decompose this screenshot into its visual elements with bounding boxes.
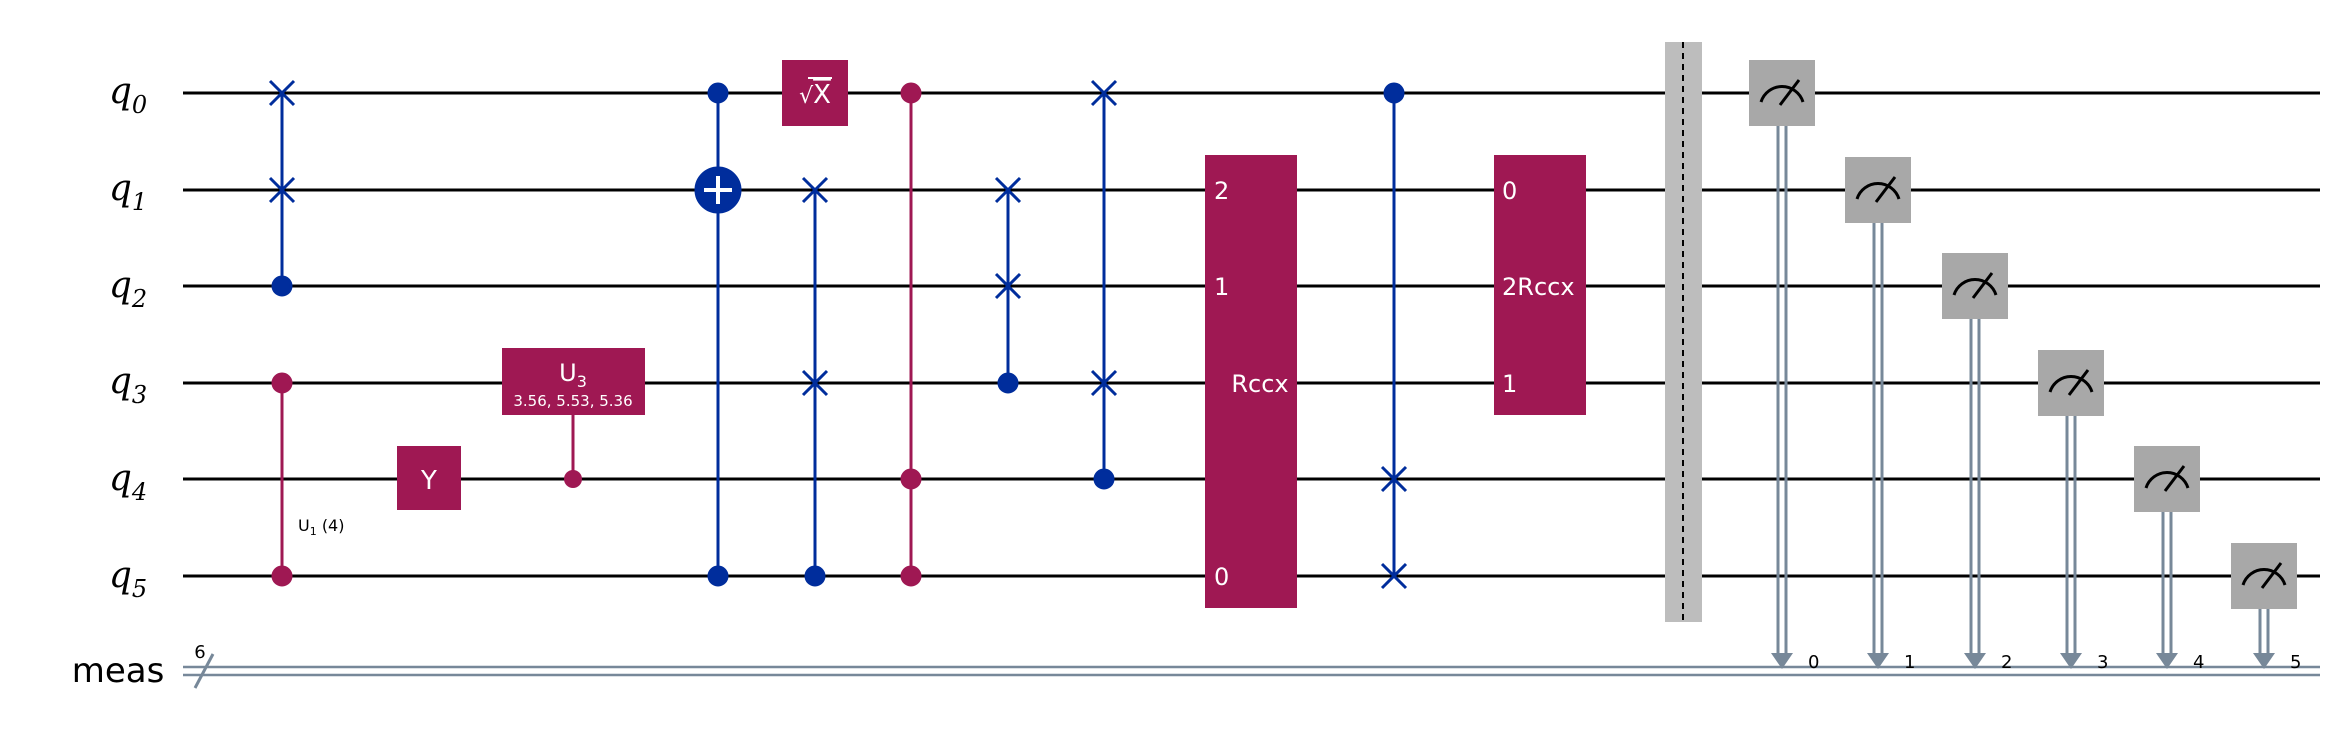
measure-gate-q0: 0 xyxy=(1749,60,1819,673)
measurement-gates: 0 1 2 3 4 5 xyxy=(1749,60,2301,673)
rccx-a-port-q5: 0 xyxy=(1214,563,1229,591)
qubit-label-q1: q1 xyxy=(109,168,147,216)
rccx-b-port-q2-label: 2Rccx xyxy=(1502,273,1575,301)
qubit-label-q0: q0 xyxy=(109,71,147,119)
swap-cross-q5 xyxy=(1380,562,1408,590)
meter-icon xyxy=(1759,79,1805,106)
cswap-gate-4 xyxy=(1090,79,1118,490)
measure-bit-label: 2 xyxy=(2001,652,2012,673)
barrier xyxy=(1665,42,1702,622)
swap-cross-q0 xyxy=(268,79,296,107)
qubit-label-q4: q4 xyxy=(109,458,147,506)
control-dot-q5 xyxy=(707,565,729,587)
measure-arrow xyxy=(1771,653,1793,669)
qubit-label-q2: q2 xyxy=(109,265,147,313)
measure-bit-label: 0 xyxy=(1808,652,1819,673)
measure-arrow xyxy=(2060,653,2082,669)
control-dot-q0 xyxy=(1383,82,1405,104)
measure-box xyxy=(1845,157,1911,223)
control-dot-q3 xyxy=(271,372,293,394)
meter-icon xyxy=(1855,176,1901,203)
bus-slash xyxy=(193,653,215,689)
measure-box xyxy=(2038,350,2104,416)
cu1-gate-label: U1 (4) xyxy=(298,516,344,538)
sx-gate-label: √X xyxy=(799,80,831,110)
meter-icon xyxy=(2048,369,2094,396)
swap-cross-q3 xyxy=(1090,369,1118,397)
control-dot-q4 xyxy=(564,470,582,488)
measure-arrow xyxy=(1867,653,1889,669)
control-dot-q2 xyxy=(271,275,293,297)
rccx-a-port-q2: 1 xyxy=(1214,273,1229,301)
measure-arrow xyxy=(1964,653,1986,669)
measure-gate-q4: 4 xyxy=(2134,446,2204,673)
control-dot-q0 xyxy=(900,82,922,104)
register-labels: q0 q1 q2 q3 q4 q5 meas xyxy=(72,71,165,691)
meter-icon xyxy=(1952,272,1998,299)
measure-bit-label: 1 xyxy=(1904,652,1915,673)
measure-box xyxy=(1749,60,1815,126)
cswap-gate-1 xyxy=(268,79,296,297)
meter-icon xyxy=(2144,465,2190,492)
u3-gate-params: 3.56, 5.53, 5.36 xyxy=(513,392,632,410)
cu3-gate: U3 3.56, 5.53, 5.36 xyxy=(502,348,645,488)
measure-gate-q1: 1 xyxy=(1845,157,1915,673)
measure-bit-label: 4 xyxy=(2193,652,2204,673)
rccx-a-port-q1: 2 xyxy=(1214,177,1229,205)
swap-cross-q3 xyxy=(801,369,829,397)
cswap-gate-5 xyxy=(1380,82,1408,590)
u3-gate-label: U3 xyxy=(559,359,587,391)
measure-arrow xyxy=(2253,653,2275,669)
control-dot-q5 xyxy=(900,565,922,587)
swap-cross-q1 xyxy=(268,176,296,204)
cswap-gate-2 xyxy=(801,176,829,587)
cswap-gate-3 xyxy=(994,176,1022,394)
rccx-a-label: Rccx xyxy=(1231,370,1288,398)
control-dot-q4 xyxy=(900,468,922,490)
measure-bit-label: 3 xyxy=(2097,652,2108,673)
control-dot-q5 xyxy=(271,565,293,587)
measure-box xyxy=(2134,446,2200,512)
measure-gate-q5: 5 xyxy=(2231,543,2301,673)
controlled-x-gate xyxy=(694,82,742,587)
y-gate-label: Y xyxy=(420,466,437,496)
classical-wire xyxy=(183,653,2320,689)
qubit-label-q3: q3 xyxy=(109,361,147,409)
measure-gate-q3: 3 xyxy=(2038,350,2108,673)
swap-cross-q2 xyxy=(994,272,1022,300)
measure-arrow xyxy=(2156,653,2178,669)
measure-box xyxy=(2231,543,2297,609)
measure-bit-label: 5 xyxy=(2290,652,2301,673)
rccx-gate-a: 2 1 0 Rccx xyxy=(1205,155,1297,608)
classical-register-label: meas xyxy=(72,651,165,691)
swap-cross-q1 xyxy=(994,176,1022,204)
measure-box xyxy=(1942,253,2008,319)
meter-icon xyxy=(2241,562,2287,589)
classical-register-width: 6 xyxy=(194,642,205,663)
control-dot-q0 xyxy=(707,82,729,104)
cu1-gate xyxy=(271,372,293,587)
swap-cross-q1 xyxy=(801,176,829,204)
rccx-gate-b: 0 2Rccx 1 xyxy=(1494,155,1586,415)
multi-control-phase-gate xyxy=(900,82,922,587)
control-dot-q5 xyxy=(804,565,826,587)
y-gate: Y xyxy=(397,446,461,510)
rccx-b-port-q1: 0 xyxy=(1502,177,1517,205)
swap-cross-q0 xyxy=(1090,79,1118,107)
control-dot-q4 xyxy=(1093,468,1115,490)
sx-gate: √X xyxy=(782,60,848,126)
qubit-label-q5: q5 xyxy=(109,555,147,603)
measure-gate-q2: 2 xyxy=(1942,253,2012,673)
control-dot-q3 xyxy=(997,372,1019,394)
rccx-b-port-q3: 1 xyxy=(1502,370,1517,398)
swap-cross-q4 xyxy=(1380,465,1408,493)
